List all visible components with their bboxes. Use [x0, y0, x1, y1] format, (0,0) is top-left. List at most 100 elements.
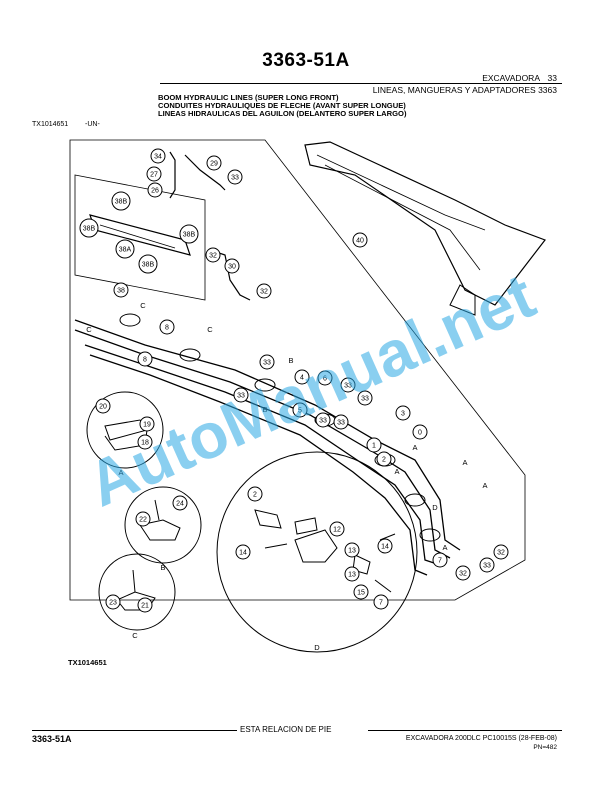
footer-rule-left	[32, 730, 237, 731]
svg-text:3: 3	[401, 411, 405, 418]
callout-38: 38	[113, 282, 129, 298]
svg-text:A: A	[412, 443, 417, 452]
svg-text:33: 33	[361, 396, 369, 403]
callout-13: 13	[344, 542, 360, 558]
callout-30: 30	[224, 258, 240, 274]
svg-text:33: 33	[263, 360, 271, 367]
callout-7: 7	[432, 552, 448, 568]
machine-name: EXCAVADORA	[482, 73, 540, 83]
callout-38a: 38A	[115, 239, 135, 259]
callout-0: 0	[412, 424, 428, 440]
svg-text:B: B	[262, 405, 267, 414]
svg-text:24: 24	[176, 501, 184, 508]
svg-text:19: 19	[143, 422, 151, 429]
svg-text:23: 23	[109, 600, 117, 607]
figure-label: TX1014651	[68, 658, 107, 667]
callout-4: 4	[294, 369, 310, 385]
callout-38b: 38B	[111, 191, 131, 211]
footer-rule-right	[368, 730, 562, 731]
callouts: 34 27 26 29 33 38B 38B 38B 38B 38A 32 30…	[79, 148, 509, 613]
callout-33: 33	[227, 169, 243, 185]
svg-text:38: 38	[117, 288, 125, 295]
title-french: CONDUITES HYDRAULIQUES DE FLECHE (AVANT …	[158, 101, 406, 110]
svg-text:38B: 38B	[83, 226, 96, 233]
callout-14: 14	[377, 538, 393, 554]
svg-text:B: B	[288, 356, 293, 365]
callout-20: 20	[95, 398, 111, 414]
svg-text:D: D	[314, 643, 320, 652]
svg-text:33: 33	[344, 383, 352, 390]
callout-1: 1	[366, 437, 382, 453]
hose-4	[89, 354, 428, 576]
svg-text:38B: 38B	[183, 232, 196, 239]
svg-text:C: C	[140, 301, 146, 310]
svg-text:30: 30	[228, 264, 236, 271]
svg-text:4: 4	[300, 375, 304, 382]
callout-32: 32	[205, 247, 221, 263]
callout-33: 33	[333, 414, 349, 430]
callout-27: 27	[146, 166, 162, 182]
callout-18: 18	[137, 434, 153, 450]
svg-text:27: 27	[150, 172, 158, 179]
detail-circle-d	[216, 451, 418, 653]
callout-33: 33	[233, 387, 249, 403]
svg-text:34: 34	[154, 154, 162, 161]
title-english: BOOM HYDRAULIC LINES (SUPER LONG FRONT)	[158, 93, 339, 102]
svg-text:33: 33	[237, 393, 245, 400]
boom-outline	[69, 139, 526, 601]
callout-8: 8	[159, 319, 175, 335]
svg-text:22: 22	[139, 517, 147, 524]
callout-38b: 38B	[138, 254, 158, 274]
callout-26: 26	[147, 182, 163, 198]
callout-38b: 38B	[79, 218, 99, 238]
callout-33: 33	[357, 390, 373, 406]
svg-text:2: 2	[253, 492, 257, 499]
callout-12: 12	[329, 521, 345, 537]
svg-text:14: 14	[381, 544, 389, 551]
svg-text:33: 33	[337, 420, 345, 427]
svg-text:A: A	[118, 468, 123, 477]
svg-text:20: 20	[99, 404, 107, 411]
svg-text:A: A	[482, 481, 487, 490]
svg-text:15: 15	[357, 590, 365, 597]
detail-circle-a	[86, 391, 164, 469]
footer-page-number: 3363-51A	[32, 734, 72, 744]
callout-3: 3	[395, 405, 411, 421]
title-spanish: LINEAS HIDRAULICAS DEL AGUILON (DELANTER…	[158, 109, 407, 118]
page-index: 33	[547, 73, 557, 83]
callout-23: 23	[105, 594, 121, 610]
callout-29: 29	[206, 155, 222, 171]
callout-22: 22	[135, 511, 151, 527]
svg-text:26: 26	[151, 188, 159, 195]
footer-info: EXCAVADORA 200DLC PC10015S (28-FEB-08)	[405, 735, 557, 742]
callout-2: 2	[376, 451, 392, 467]
callout-33: 33	[259, 354, 275, 370]
svg-text:2: 2	[382, 457, 386, 464]
callout-32: 32	[493, 544, 509, 560]
svg-text:1: 1	[372, 443, 376, 450]
svg-text:12: 12	[333, 527, 341, 534]
svg-text:0: 0	[418, 430, 422, 437]
svg-text:C: C	[86, 325, 92, 334]
svg-text:A: A	[442, 543, 447, 552]
reference-code: TX1014651	[32, 121, 69, 128]
boom-arm	[304, 141, 546, 306]
section-title: LINEAS, MANGUERAS Y ADAPTADORES 3363	[372, 85, 557, 95]
svg-text:A: A	[462, 458, 467, 467]
detail-circle-b	[124, 486, 202, 564]
svg-text:32: 32	[209, 253, 217, 260]
section-letters: C C C B B A A A A D A A B C D	[86, 301, 487, 652]
svg-text:33: 33	[483, 563, 491, 570]
footer-pn: PN=482	[533, 744, 557, 751]
callout-8: 8	[137, 351, 153, 367]
svg-text:18: 18	[141, 440, 149, 447]
svg-text:7: 7	[438, 558, 442, 565]
detail-circle-c	[98, 553, 176, 631]
svg-text:33: 33	[319, 418, 327, 425]
callout-14: 14	[235, 544, 251, 560]
parts-diagram: 34 27 26 29 33 38B 38B 38B 38B 38A 32 30…	[69, 139, 546, 653]
svg-text:32: 32	[260, 289, 268, 296]
svg-text:C: C	[207, 325, 213, 334]
svg-text:38B: 38B	[115, 199, 128, 206]
callout-7: 7	[373, 594, 389, 610]
